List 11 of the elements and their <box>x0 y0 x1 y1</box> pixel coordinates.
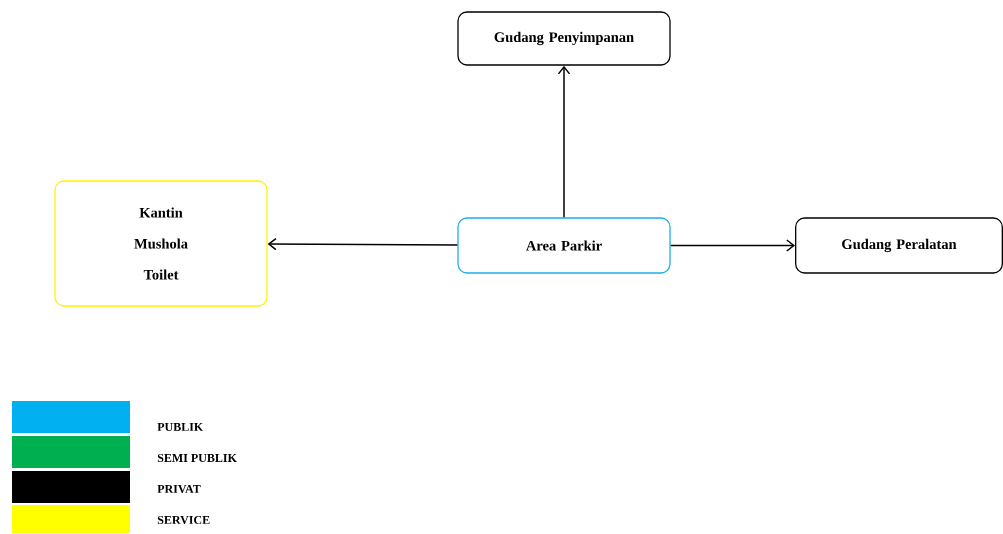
legend-label: SERVICE <box>157 515 210 525</box>
arrow <box>669 239 796 252</box>
arrow <box>267 237 459 251</box>
rounded-box: Gudang Penyimpanan <box>457 11 671 66</box>
arrow <box>557 65 571 219</box>
legend-label: SEMI PUBLIK <box>157 453 237 463</box>
legend-label: PRIVAT <box>157 484 201 494</box>
rounded-box: Area Parkir <box>457 217 671 274</box>
rounded-box: Kantin Mushola Toilet <box>54 180 268 307</box>
rounded-box: Gudang Peralatan <box>795 217 1003 274</box>
legend-label: PUBLIK <box>157 423 204 431</box>
